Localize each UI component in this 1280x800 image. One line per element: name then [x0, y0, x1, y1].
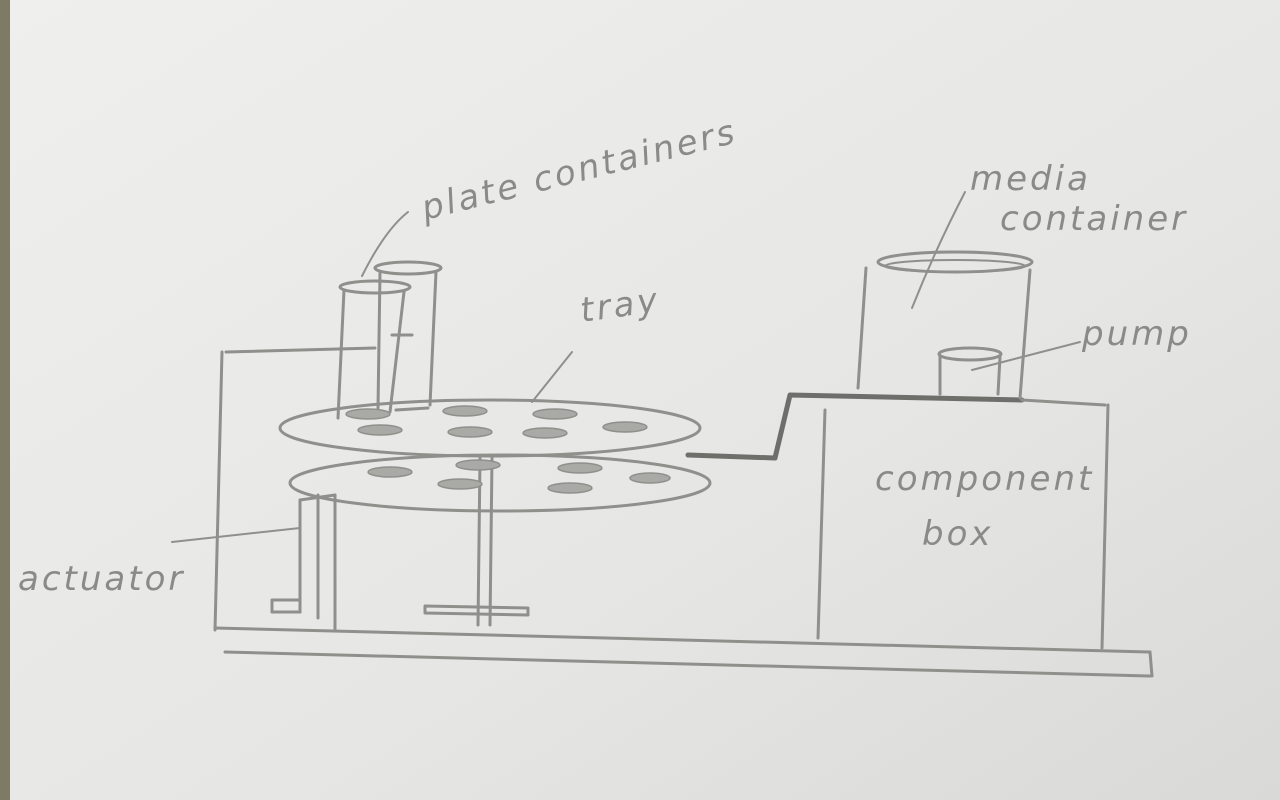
label-media-container-1: media [970, 159, 1091, 199]
label-component-box-2: box [922, 514, 994, 554]
label-media-container-2: container [1000, 199, 1188, 239]
label-component-box-1: component [875, 459, 1094, 499]
label-pump: pump [1081, 314, 1192, 354]
paper-sheet [10, 0, 1280, 800]
label-actuator: actuator [18, 559, 185, 599]
